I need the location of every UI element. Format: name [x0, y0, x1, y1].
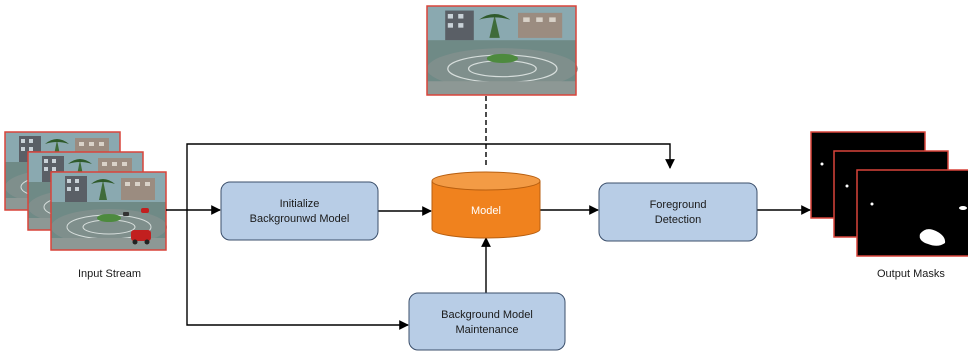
foreground-label-line2: Detection	[655, 214, 701, 226]
connectors	[166, 96, 811, 330]
input-stream-frames	[4, 131, 168, 251]
initialize-model-box: Initialize Backgrounwd Model	[220, 181, 379, 241]
input-caption: Input Stream	[78, 268, 141, 280]
maintenance-box: Background Model Maintenance	[408, 292, 566, 351]
initialize-label-line2: Backgrounwd Model	[250, 213, 350, 225]
foreground-detection-box: Foreground Detection	[598, 182, 758, 242]
output-caption: Output Masks	[877, 268, 945, 280]
foreground-label-line1: Foreground	[650, 199, 707, 211]
maintenance-label-line2: Maintenance	[456, 324, 519, 336]
output-masks	[810, 131, 968, 257]
background-image	[426, 5, 579, 96]
model-label: Model	[471, 205, 501, 217]
initialize-label-line1: Initialize	[280, 198, 320, 210]
model-cylinder: Model	[431, 171, 541, 239]
maintenance-label-line1: Background Model	[441, 309, 533, 321]
